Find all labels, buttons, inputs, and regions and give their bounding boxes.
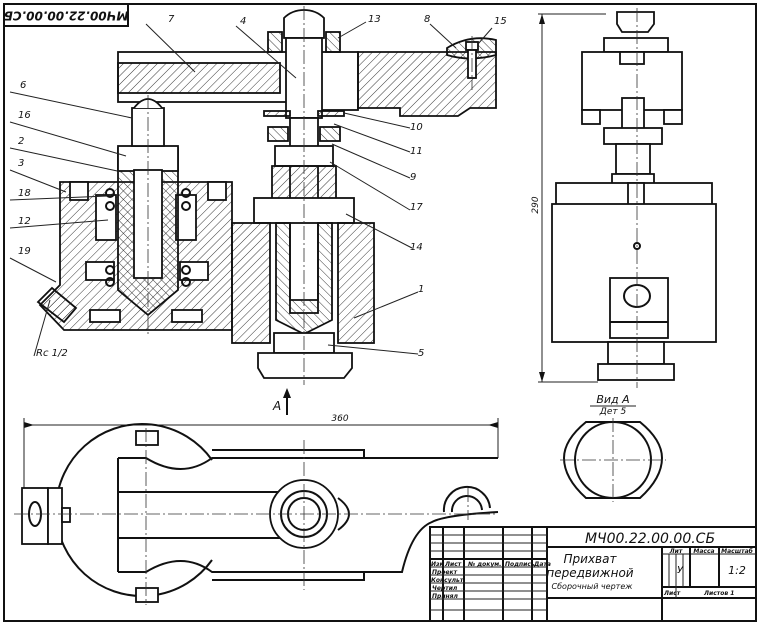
callout-6: 6 [20,80,26,91]
svg-text:A: A [272,399,281,413]
sheet-label: Лист [663,590,681,597]
corner-code-text: МЧ00.22.00.00.СБ [4,9,129,23]
callout-9: 9 [410,172,416,183]
part-callouts: 6 16 2 3 18 12 19 Rc 1/2 7 4 13 8 15 10 … [9,14,507,359]
col-header-list: Лист [444,561,462,568]
plan-view: 360 [14,414,499,605]
callout-5: 5 [418,348,424,359]
callout-12: 12 [18,216,31,227]
drawing-frame [3,3,757,622]
thread-label: Rc 1/2 [36,348,68,359]
view-arrow-a: A [272,388,291,415]
view-a-subtitle: Дет 5 [599,407,627,417]
assembly-name-line2: передвижной [546,566,633,580]
col-header-doc-no: № докум. [467,561,501,568]
callout-17: 17 [410,202,423,213]
corner-code-box: МЧ00.22.00.00.СБ [3,3,129,27]
row-label-drew: Чертил [432,585,458,592]
callout-8: 8 [424,14,430,25]
view-a-title: Вид А [596,393,629,406]
callout-3: 3 [18,158,24,169]
document-type: Сборочный чертеж [552,582,634,591]
assembly-name-line1: Прихват [564,552,618,566]
lit-label: Лит [669,548,683,555]
side-view: 290 [531,8,717,388]
col-header-izm: Изм [431,561,445,568]
o-ring-seals [105,188,191,287]
col-header-signature: Подпись [505,561,535,568]
callout-15: 15 [494,16,507,27]
callout-1: 1 [418,284,424,295]
dimension-360: 360 [331,414,348,424]
main-section-view [36,6,497,385]
row-label-project: Проект [432,569,458,576]
scale-value: 1:2 [728,564,746,577]
row-label-consult: Консульт [431,577,464,584]
view-a-detail: Вид А Дет 5 [560,393,666,502]
designation-text: МЧ00.22.00.00.СБ [585,531,715,547]
callout-4: 4 [240,16,246,27]
col-header-date: Дата [533,561,551,568]
mass-label: Масса [693,548,714,555]
callout-13: 13 [368,14,381,25]
callout-11: 11 [410,146,423,157]
sheets-count: Листов 1 [703,590,734,597]
callout-18: 18 [18,188,31,199]
scale-label: Масштаб [721,548,753,555]
dimension-290: 290 [531,196,541,213]
callout-19: 19 [18,246,31,257]
callout-10: 10 [410,122,423,133]
title-block: Изм Лист № докум. Подпись Дата Проект Ко… [429,526,757,622]
callout-14: 14 [410,242,423,253]
callout-2: 2 [18,136,24,147]
row-label-approved: Принял [432,593,459,600]
callout-7: 7 [168,14,175,25]
callout-16: 16 [18,110,31,121]
lit-value: У [677,565,684,576]
